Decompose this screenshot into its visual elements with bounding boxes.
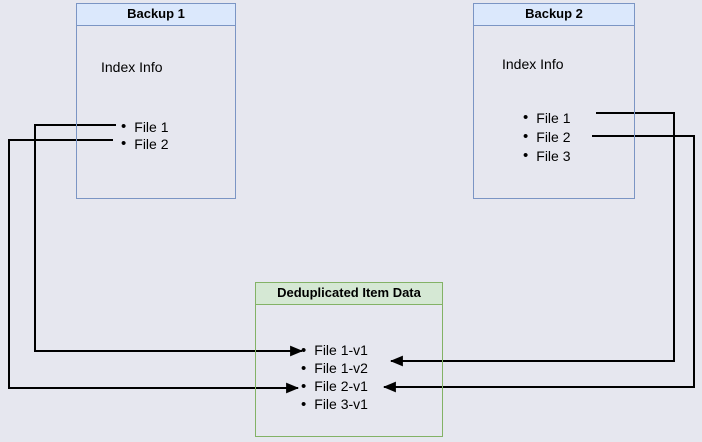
list-item: File 1 [121,118,168,135]
list-item: File 2 [523,127,570,146]
deduplicated-item-data-box: Deduplicated Item Data File 1-v1 File 1-… [255,282,443,437]
list-item: File 1-v2 [301,359,368,377]
backup2-index-info-label: Index Info [502,56,564,72]
list-item: File 3 [523,146,570,165]
list-item: File 2-v1 [301,377,368,395]
list-item: File 1 [523,108,570,127]
backup1-title: Backup 1 [77,4,235,26]
backup1-file-list: File 1 File 2 [121,118,168,152]
dedup-title: Deduplicated Item Data [256,283,442,305]
list-item: File 1-v1 [301,341,368,359]
backup2-box: Backup 2 Index Info File 1 File 2 File 3 [473,3,635,199]
list-item: File 2 [121,135,168,152]
backup2-file-list: File 1 File 2 File 3 [523,108,570,165]
backup1-box: Backup 1 Index Info File 1 File 2 [76,3,236,199]
backup2-title: Backup 2 [474,4,634,26]
list-item: File 3-v1 [301,395,368,413]
dedup-file-list: File 1-v1 File 1-v2 File 2-v1 File 3-v1 [301,341,368,413]
backup1-index-info-label: Index Info [101,59,163,75]
